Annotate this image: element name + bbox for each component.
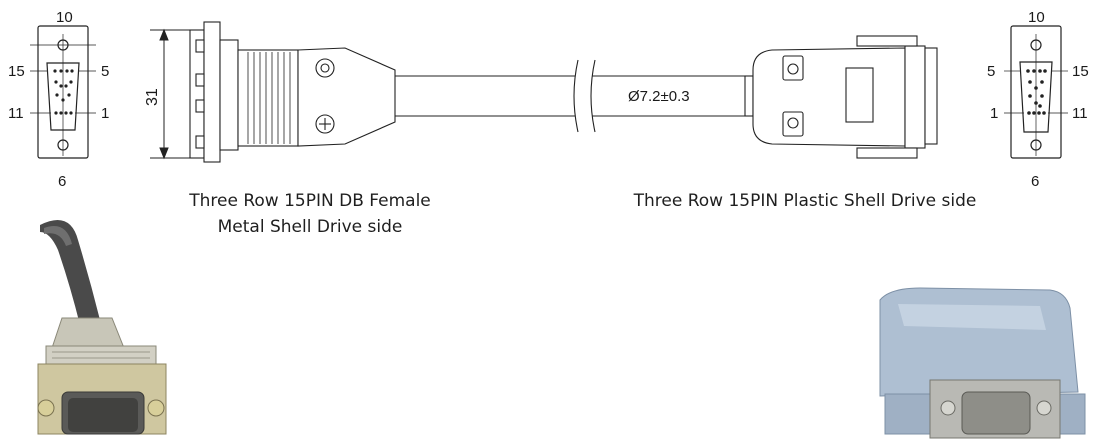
male-pin-label-10: 10 bbox=[1028, 9, 1045, 26]
female-pin-grid bbox=[53, 69, 74, 115]
male-pin-label-5: 5 bbox=[987, 63, 995, 80]
metal-shell-ribs bbox=[247, 52, 291, 144]
female-pin-label-11: 11 bbox=[8, 105, 24, 122]
male-connector-photo bbox=[879, 287, 1086, 439]
male-connector-face bbox=[1004, 25, 1068, 159]
left-connector-caption: Three Row 15PIN DB Female Metal Shell Dr… bbox=[140, 188, 480, 240]
female-connector-face bbox=[30, 25, 96, 159]
male-pin-grid bbox=[1026, 69, 1047, 115]
cable-body bbox=[395, 59, 745, 133]
metal-shell-connector bbox=[189, 21, 396, 163]
female-pin-label-10: 10 bbox=[56, 9, 73, 26]
left-caption-line-1: Three Row 15PIN DB Female bbox=[189, 191, 431, 211]
male-pin-label-15: 15 bbox=[1072, 63, 1089, 80]
male-pin-label-1: 1 bbox=[990, 105, 998, 122]
height-dimension-label: 31 bbox=[144, 88, 161, 106]
left-caption-line-2: Metal Shell Drive side bbox=[217, 217, 403, 237]
female-pin-label-15: 15 bbox=[8, 63, 25, 80]
female-pin-label-1: 1 bbox=[101, 105, 109, 122]
male-pin-label-6: 6 bbox=[1031, 173, 1039, 190]
plastic-shell-connector bbox=[744, 35, 938, 159]
male-pin-label-11: 11 bbox=[1072, 105, 1088, 122]
female-connector-photo bbox=[37, 220, 167, 435]
cable-diameter-label: Ø7.2±0.3 bbox=[628, 88, 690, 105]
female-pin-label-6: 6 bbox=[58, 173, 66, 190]
right-connector-caption: Three Row 15PIN Plastic Shell Drive side bbox=[633, 191, 977, 211]
female-pin-label-5: 5 bbox=[101, 63, 109, 80]
